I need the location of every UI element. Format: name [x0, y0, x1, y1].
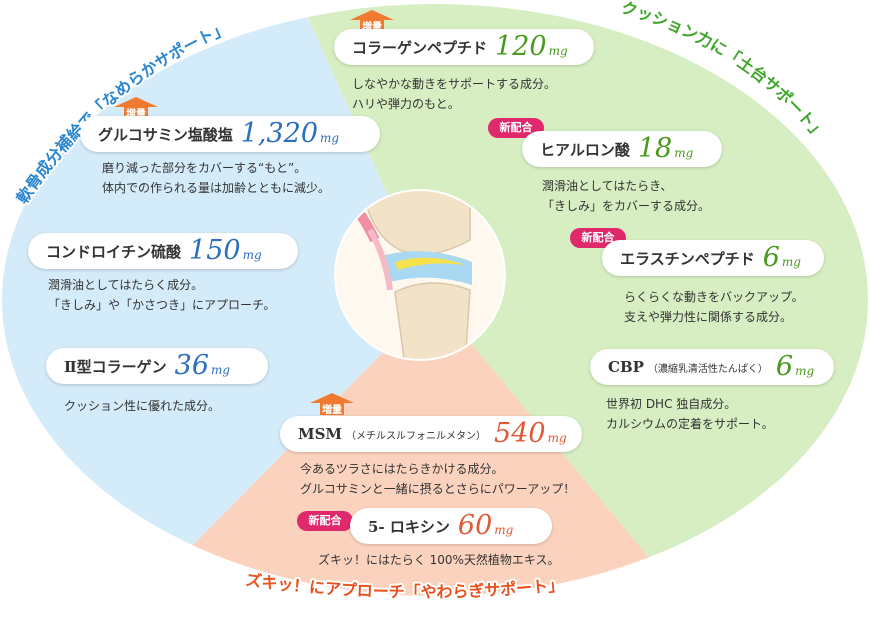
ingredient-description: 今あるツラさにはたらきかける成分。 グルコサミンと一緒に摂るとさらにパワーアップ… [300, 462, 576, 496]
ingredient-amount: 18 [637, 133, 673, 164]
ingredient-description: 潤滑油としてはたらき、 「きしみ」をカバーする成分。 [542, 179, 711, 213]
ingredient-name: ヒアルロン酸 [540, 140, 630, 159]
ingredient-unit: mg [548, 44, 568, 58]
ingredient-subname: （メチルスルフォニルメタン） [346, 430, 487, 442]
ingredient-name: コンドロイチン硫酸 [46, 242, 182, 261]
ingredient-description: 世界初 DHC 独自成分。 カルシウムの定着をサポート。 [606, 397, 774, 431]
ingredient-name: 5- ロキシン [368, 517, 450, 536]
red-sector [120, 300, 700, 596]
ingredient-amount: 60 [457, 510, 493, 541]
ingredient-description: しなやかな動きをサポートする成分。 ハリや弾力のもと。 [352, 77, 557, 111]
ingredient-amount: 540 [494, 418, 546, 449]
blue-sector [2, 4, 435, 596]
increase-badge: 増量 [114, 97, 158, 120]
ingredient-amount: 6 [762, 242, 780, 273]
green-sector [300, 4, 868, 596]
ingredient-elastin-peptide: エラスチンペプチド 6 mg [602, 240, 824, 276]
ingredient-chondroitin: コンドロイチン硫酸 150 mg [28, 233, 298, 269]
new-badge: 新配合 [297, 511, 353, 531]
ingredient-unit: mg [320, 131, 340, 145]
ingredient-description: らくらくな動きをバックアップ。 支えや弾力性に関係する成分。 [624, 290, 804, 324]
ingredient-unit: mg [242, 248, 262, 262]
increase-badge-label: 増量 [322, 405, 342, 416]
ingredient-description: ズキッ！にはたらく 100%天然植物エキス。 [318, 553, 560, 567]
ingredient-name: エラスチンペプチド [620, 249, 755, 268]
ingredient-glucosamine: グルコサミン塩酸塩 1,320 mg [80, 116, 380, 152]
knee-illustration [334, 189, 506, 361]
ingredient-name: グルコサミン塩酸塩 [98, 125, 233, 144]
increase-badge-label: 増量 [126, 109, 146, 120]
increase-badge: 増量 [310, 393, 354, 416]
ingredient-name: コラーゲンペプチド [352, 38, 488, 57]
ingredient-unit: mg [795, 364, 815, 378]
ingredient-unit: mg [494, 523, 514, 537]
ingredient-cbp: CBP （濃縮乳清活性たんぱく） 6 mg [590, 349, 834, 385]
ingredient-hyaluronic-acid: ヒアルロン酸 18 mg [522, 131, 722, 167]
ingredient-amount: 1,320 [240, 118, 318, 149]
ingredient-description: 潤滑油としてはたらく成分。 「きしみ」や「かさつき」にアプローチ。 [48, 278, 276, 312]
ingredient-5-loxin: 5- ロキシン 60 mg [350, 508, 552, 544]
ingredient-unit: mg [674, 146, 694, 160]
ingredient-unit: mg [547, 431, 567, 445]
increase-badge: 増量 [350, 10, 394, 33]
ingredient-msm: MSM （メチルスルフォニルメタン） 540 mg [280, 416, 582, 452]
ingredient-amount: 120 [495, 31, 547, 62]
ingredient-unit: mg [211, 363, 231, 377]
ingredient-name: MSM [298, 425, 343, 443]
ingredient-amount: 150 [189, 235, 241, 266]
ingredient-collagen-peptide: コラーゲンペプチド 120 mg [334, 29, 594, 65]
ingredient-amount: 36 [174, 350, 210, 381]
ingredient-subname: （濃縮乳清活性たんぱく） [647, 363, 768, 375]
ingredient-name: CBP [608, 358, 644, 376]
increase-badge-label: 増量 [362, 22, 382, 33]
ingredient-description: 磨り減った部分をカバーする“もと”。 体内での作られる量は加齢とともに減少。 [102, 161, 331, 195]
ingredient-name: Ⅱ型コラーゲン [64, 357, 167, 376]
ingredient-amount: 6 [775, 351, 794, 382]
ingredient-type2-collagen: Ⅱ型コラーゲン 36 mg [46, 348, 268, 384]
ingredient-unit: mg [781, 255, 801, 269]
ingredient-description: クッション性に優れた成分。 [64, 399, 221, 413]
